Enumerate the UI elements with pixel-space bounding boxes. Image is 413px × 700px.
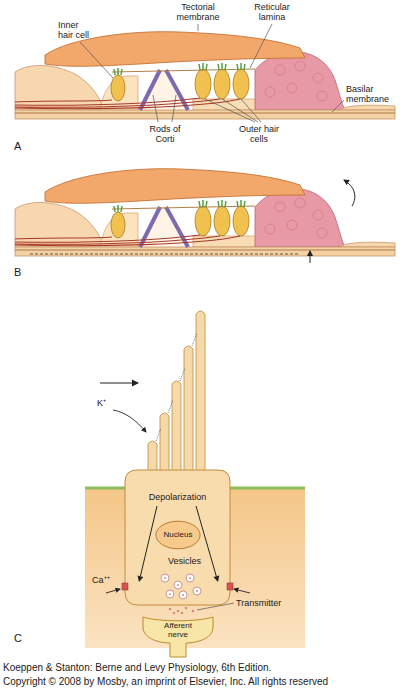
- force-arrow: [100, 382, 138, 383]
- calcium-arrow: [106, 589, 120, 593]
- panel-a-organ: [15, 32, 395, 119]
- part-label: Vesicles: [168, 556, 201, 566]
- part-label: Tectorial membrane: [168, 2, 228, 22]
- part-label: Transmitter: [236, 598, 281, 608]
- tip-links: [156, 333, 197, 441]
- part-label: Rods of Corti: [140, 124, 190, 144]
- calcium-arrow: [234, 589, 250, 593]
- nucleus: Nucleus: [155, 520, 201, 550]
- panel-letter: C: [14, 632, 22, 645]
- ion-label: Ca⁺⁺: [92, 575, 110, 585]
- rest-position-line: [30, 254, 300, 255]
- hair-cell-body: DepolarizationNucleus: [125, 470, 230, 605]
- potassium-arrow: [113, 410, 146, 432]
- source-credit: Koeppen & Stanton: Berne and Levy Physio…: [3, 662, 411, 674]
- part-label: Outer hair cells: [234, 124, 284, 144]
- panel-letter: B: [14, 266, 21, 279]
- deflection-arrow: [310, 251, 311, 263]
- part-label: Reticular lamina: [247, 2, 297, 22]
- part-label: Inner hair cell: [58, 20, 95, 40]
- stereocilia: [148, 311, 205, 476]
- shear-arrow: [344, 180, 355, 206]
- afferent-nerve-terminal: Afferent nerve: [138, 615, 218, 657]
- copyright-note: Copyright © 2008 by Mosby, an imprint of…: [3, 676, 411, 688]
- panel-letter: A: [14, 140, 21, 153]
- leader-lines: [80, 24, 344, 122]
- node-label: Nucleus: [155, 530, 201, 539]
- panel-b-organ: [15, 169, 395, 256]
- node-label: Depolarization: [125, 492, 230, 502]
- node-label: Afferent nerve: [153, 621, 203, 639]
- part-label: Basilar membrane: [346, 84, 398, 104]
- ion-label: K⁺: [97, 398, 106, 408]
- transmitter-molecules: [169, 607, 195, 615]
